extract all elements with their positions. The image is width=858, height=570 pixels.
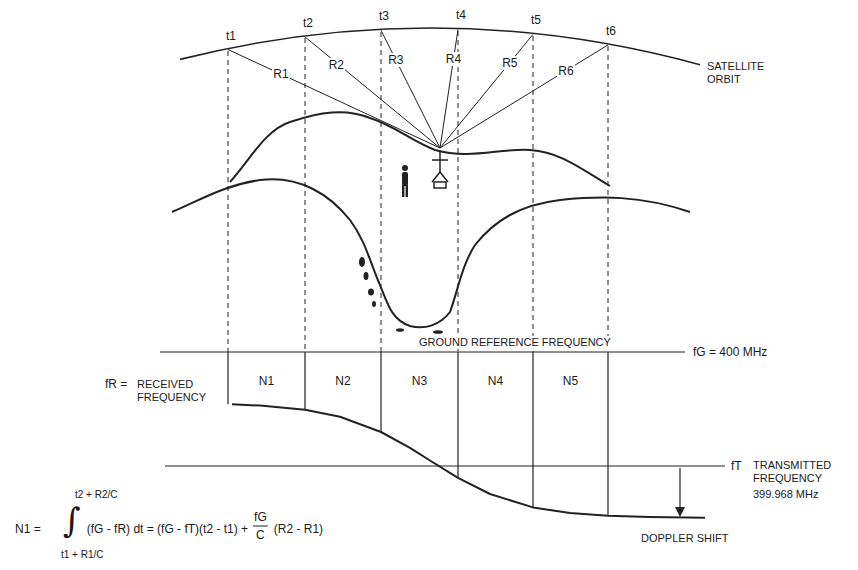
integral-limit: t1 + R1/C bbox=[60, 549, 105, 561]
time-label: t6 bbox=[605, 24, 617, 38]
rock bbox=[364, 272, 369, 280]
range-ray bbox=[228, 50, 440, 149]
range-label: R1 bbox=[272, 67, 289, 81]
rock bbox=[368, 289, 374, 296]
integral-limit: t2 + R2/C bbox=[74, 489, 119, 501]
line-label: TRANSMITTED FREQUENCY bbox=[752, 459, 850, 485]
count-interval-line bbox=[607, 352, 608, 516]
transmitted-frequency-line bbox=[165, 465, 725, 466]
count-interval-line bbox=[457, 352, 458, 478]
count-label: N1 bbox=[258, 374, 275, 388]
fraction-denominator: C bbox=[255, 528, 266, 542]
person bbox=[402, 165, 408, 197]
equation-term: N1 = bbox=[14, 522, 42, 536]
time-label: t4 bbox=[455, 8, 467, 22]
fraction-bar bbox=[253, 526, 268, 527]
time-mark-line bbox=[305, 38, 306, 352]
time-mark-line bbox=[533, 36, 534, 352]
time-label: t5 bbox=[530, 13, 542, 27]
ground-station bbox=[432, 150, 448, 188]
time-mark-line bbox=[228, 51, 229, 352]
integral-sign: ∫ bbox=[62, 503, 82, 537]
range-ray bbox=[305, 37, 440, 148]
range-ray bbox=[440, 29, 458, 148]
received-frequency-curve bbox=[232, 404, 705, 518]
count-interval-line bbox=[304, 352, 305, 410]
range-ray bbox=[440, 45, 608, 148]
range-label: R2 bbox=[328, 58, 345, 72]
mountain-ridge bbox=[230, 112, 610, 186]
count-interval-line bbox=[380, 352, 381, 432]
equation-term: (R2 - R1) bbox=[273, 522, 324, 536]
time-mark-line bbox=[608, 46, 609, 352]
arrow-label: DOPPLER SHIFT bbox=[640, 532, 729, 545]
count-label: N2 bbox=[334, 374, 351, 388]
time-label: t2 bbox=[302, 16, 314, 30]
symbol-label: fT bbox=[730, 459, 743, 473]
symbol-label: fR = bbox=[104, 377, 128, 391]
time-label: t1 bbox=[225, 29, 237, 43]
orbit-label: SATELLITE ORBIT bbox=[706, 60, 788, 86]
ground-reference-line bbox=[160, 351, 685, 352]
doppler-shift-arrow bbox=[679, 468, 680, 508]
frequency-value: 399.968 MHz bbox=[752, 488, 819, 501]
count-interval-line bbox=[532, 352, 533, 507]
rock bbox=[372, 301, 376, 307]
count-label: N5 bbox=[562, 374, 579, 388]
rock bbox=[433, 330, 443, 334]
range-ray bbox=[440, 34, 533, 148]
rock bbox=[396, 328, 404, 332]
range-label: R3 bbox=[387, 53, 404, 67]
time-mark-line bbox=[381, 32, 382, 352]
count-label: N3 bbox=[411, 374, 428, 388]
frequency-value: fG = 400 MHz bbox=[692, 345, 768, 359]
range-ray bbox=[381, 30, 440, 148]
curve-label: RECEIVED FREQUENCY bbox=[136, 378, 224, 404]
range-label: R6 bbox=[557, 64, 574, 78]
count-label: N4 bbox=[487, 374, 504, 388]
satellite-orbit bbox=[180, 28, 700, 65]
range-label: R5 bbox=[501, 56, 518, 70]
range-label: R4 bbox=[445, 52, 462, 66]
rock bbox=[359, 257, 365, 267]
count-interval-line bbox=[227, 352, 228, 404]
reference-label: GROUND REFERENCE FREQUENCY bbox=[418, 336, 612, 349]
arrowhead bbox=[675, 507, 685, 517]
equation-term: (fG - fR) dt = (fG - fT)(t2 - t1) + bbox=[86, 522, 249, 536]
mountain-ridge bbox=[172, 179, 690, 327]
time-label: t3 bbox=[378, 9, 390, 23]
fraction-numerator: fG bbox=[253, 510, 268, 524]
time-mark-line bbox=[458, 31, 459, 352]
